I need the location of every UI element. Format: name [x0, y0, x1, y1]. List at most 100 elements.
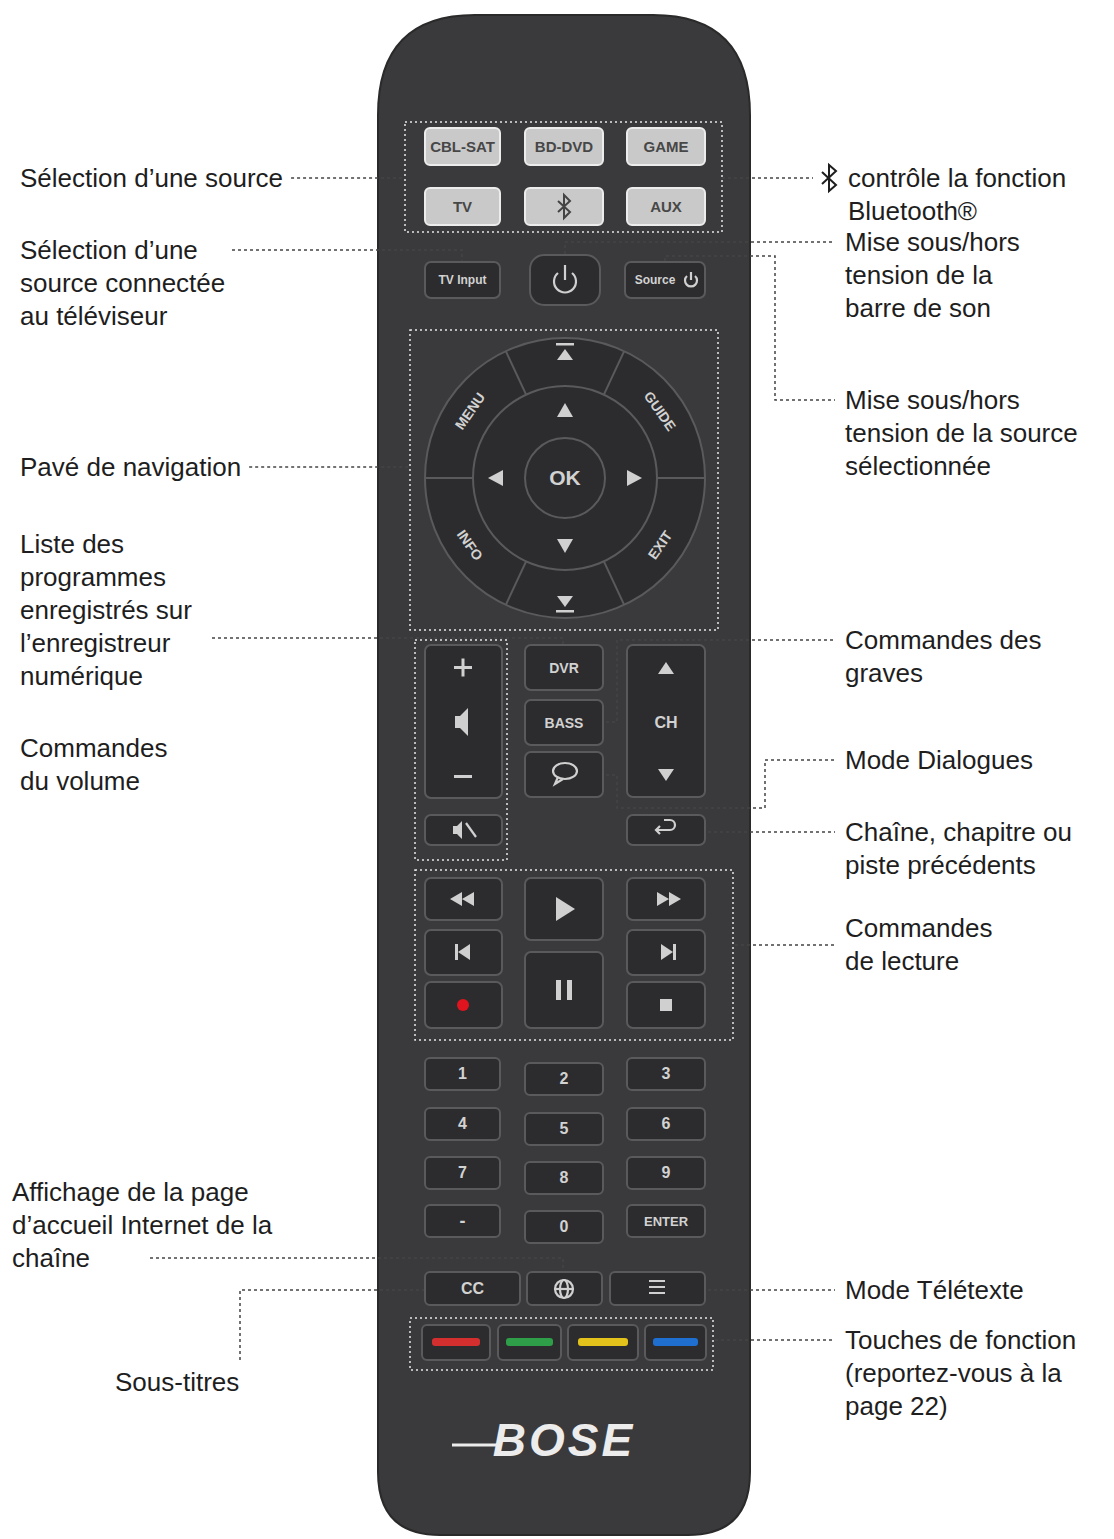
- button-shape: [525, 1063, 603, 1095]
- navigation-ring: [425, 338, 705, 618]
- button-icon: [453, 821, 462, 839]
- source-button-shape: [627, 188, 705, 225]
- input-button: TV Input: [425, 262, 500, 298]
- ring-divider: [425, 477, 473, 479]
- ring-divider: [604, 561, 624, 605]
- callout-label: Commandes des graves: [845, 624, 1067, 690]
- button-shape: [525, 878, 603, 940]
- channel-rocker: CH: [627, 700, 705, 745]
- button-icon: [627, 470, 642, 486]
- callout-label: Mode Dialogues: [845, 744, 1033, 777]
- button-icon: [450, 343, 681, 1294]
- button-icon: [462, 659, 465, 677]
- navigation-ring: [473, 386, 657, 570]
- button-icon: [557, 596, 573, 607]
- group-bracket: [410, 1318, 713, 1370]
- callout-label: Sous-titres: [115, 1366, 239, 1399]
- button-shape: [627, 1157, 705, 1189]
- button-icon-stroke: [553, 763, 577, 779]
- leader-line: [291, 177, 405, 179]
- button-text: BASS: [545, 715, 584, 731]
- button-icon-stroke: [555, 1280, 573, 1298]
- button-shape: [425, 1157, 500, 1189]
- button-shape: [627, 982, 705, 1028]
- nav-ring-key: EXIT: [635, 515, 686, 576]
- number-key: 0: [525, 1211, 603, 1243]
- button-icon: [649, 1286, 665, 1288]
- callout-label: Pavé de navigation: [20, 451, 241, 484]
- button-shape: [645, 1325, 706, 1360]
- button-text: EXIT: [645, 528, 676, 563]
- button-icon: [556, 343, 574, 346]
- source-button-shape: [525, 128, 603, 165]
- group-bracket: [405, 122, 722, 232]
- button-icon: [567, 980, 572, 1000]
- button-shape: [525, 1211, 603, 1243]
- color-key-bar: [578, 1338, 628, 1346]
- button-icon: [658, 662, 674, 674]
- button-shape: [525, 1113, 603, 1145]
- leader-line: [150, 1258, 563, 1271]
- source-button: AUX: [627, 188, 705, 225]
- button-text: -: [460, 1211, 466, 1232]
- number-key: 2: [525, 1063, 603, 1095]
- button-text: MENU: [452, 390, 489, 433]
- callout-label: Commandes du volume: [20, 732, 192, 798]
- source-button: TV: [425, 188, 500, 225]
- button-text: 7: [458, 1164, 467, 1182]
- button-icon-stroke: [466, 265, 697, 1298]
- button-shape: [627, 1058, 705, 1090]
- button-icon: [488, 470, 503, 486]
- button-text: AUX: [650, 198, 682, 215]
- source-button: GAME: [627, 128, 705, 165]
- callout-label: Affichage de la page d’accueil Internet …: [12, 1176, 276, 1275]
- button-text: CBL-SAT: [430, 138, 495, 155]
- callout-label: Mise sous/hors tension de la barre de so…: [845, 226, 1045, 325]
- button-text: 9: [662, 1164, 671, 1182]
- button-text: Source: [635, 273, 676, 287]
- button-icon: [557, 403, 573, 417]
- callout-label: Mise sous/hors tension de la source séle…: [845, 384, 1101, 483]
- button-shape: [525, 952, 603, 1028]
- ring-divider: [506, 561, 526, 605]
- button-shape: [498, 1325, 561, 1360]
- button-text: 2: [560, 1070, 569, 1088]
- button-icon-stroke: [656, 820, 675, 834]
- number-key: 9: [627, 1157, 705, 1189]
- button-text: 0: [560, 1218, 569, 1236]
- source-button-shape: [627, 128, 705, 165]
- button-text: GAME: [644, 138, 689, 155]
- button-icon: [556, 980, 561, 1000]
- ring-divider: [604, 351, 624, 395]
- button-icon: [660, 999, 672, 1011]
- group-bracket: [415, 640, 507, 860]
- subtitle-button: CC: [425, 1272, 520, 1305]
- button-icon-stroke: [466, 823, 476, 837]
- color-key-bar: [653, 1338, 698, 1346]
- bluetooth-icon: [558, 195, 570, 218]
- dash-key: -: [425, 1205, 500, 1237]
- leader-line: [249, 466, 410, 468]
- button-shape: [610, 1272, 705, 1305]
- leader-line: [715, 1339, 835, 1341]
- button-shape: [525, 700, 603, 745]
- color-key-bar: [432, 1338, 698, 1346]
- button-icon: [661, 944, 673, 960]
- button-shape: [425, 262, 500, 298]
- button-shape: [425, 815, 502, 845]
- ring-divider: [506, 351, 526, 395]
- callout-label: Chaîne, chapitre ou piste précédents: [845, 816, 1107, 882]
- leader-line: [232, 250, 462, 261]
- button-text: 4: [458, 1115, 467, 1133]
- button-text: 3: [662, 1065, 671, 1083]
- button-icon: [455, 944, 458, 960]
- nav-ring-key: GUIDE: [635, 381, 686, 442]
- source-button: BD-DVD: [525, 128, 603, 165]
- button-icon-stroke: [555, 1288, 573, 1290]
- source-button: CBL-SAT: [425, 128, 500, 165]
- dvr-button: DVR: [525, 645, 603, 690]
- button-icon: [458, 944, 470, 960]
- button-shape: [525, 1162, 603, 1194]
- button-text: CH: [654, 714, 677, 732]
- button-text: OK: [549, 466, 581, 490]
